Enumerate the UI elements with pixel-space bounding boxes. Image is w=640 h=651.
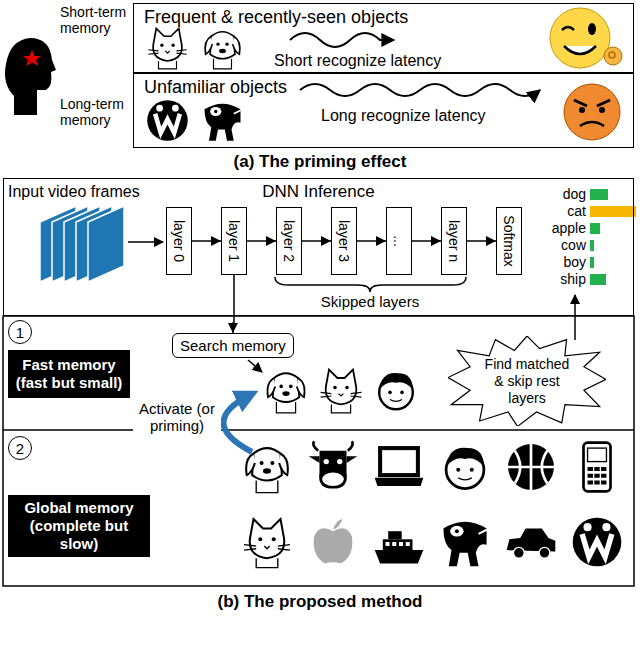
connector-arrow bbox=[302, 240, 331, 242]
result-arrow bbox=[574, 295, 576, 340]
layer-box: layer 1 bbox=[221, 207, 247, 275]
layer-box: layer 3 bbox=[331, 207, 357, 275]
latency-label: Short recognize latency bbox=[274, 52, 441, 70]
search-box: Search memory bbox=[172, 333, 294, 358]
brace-label: Skipped layers bbox=[300, 293, 440, 310]
step-number: 2 bbox=[8, 436, 32, 460]
node-text: layer 3 bbox=[336, 220, 352, 262]
memory-label: Fast memory (fast but small) bbox=[8, 350, 130, 398]
happy-emoji bbox=[550, 8, 622, 68]
fast-memory-icons bbox=[267, 370, 412, 413]
class-label: ship bbox=[530, 271, 586, 287]
memory-type-label: Long-term memory bbox=[60, 96, 132, 128]
softmax-box: Softmax bbox=[496, 207, 522, 275]
caption: (a) The priming effect bbox=[0, 152, 640, 172]
connector-arrow bbox=[357, 240, 386, 242]
node-text: layer 0 bbox=[171, 220, 187, 262]
skip-brace bbox=[275, 277, 466, 292]
layer-box: layer 2 bbox=[276, 207, 302, 275]
class-label: boy bbox=[530, 254, 586, 270]
node-text: 1 bbox=[16, 324, 24, 341]
node-text: Search memory bbox=[180, 337, 286, 354]
node-text: DNN Inference bbox=[262, 182, 374, 202]
priming-label: Activate (or priming) bbox=[133, 400, 221, 435]
global-memory-icons bbox=[244, 441, 621, 567]
input-label: Input video frames bbox=[8, 183, 158, 201]
connector-arrow bbox=[467, 240, 496, 242]
memory-row: Frequent & recently-seen objectsShort re… bbox=[133, 3, 634, 73]
node-text: layer 2 bbox=[281, 220, 297, 262]
class-label: apple bbox=[530, 220, 586, 236]
input-arrow bbox=[128, 241, 163, 243]
node-text: Find matched & skip rest layers bbox=[482, 356, 572, 406]
memory-label: Global memory (complete but slow) bbox=[8, 495, 150, 557]
connector-arrow bbox=[192, 240, 221, 242]
softmax-bars bbox=[590, 189, 636, 285]
step-number: 1 bbox=[8, 320, 32, 344]
node-text: ... bbox=[391, 235, 407, 247]
node-text: Softmax bbox=[501, 215, 517, 266]
angry-emoji bbox=[564, 84, 620, 140]
caption: (b) The proposed method bbox=[0, 592, 640, 612]
head-icon bbox=[5, 38, 56, 115]
layer-box: layer n bbox=[441, 207, 467, 275]
row-heading: Unfamiliar objects bbox=[144, 77, 287, 98]
short-latency-wave bbox=[290, 33, 394, 47]
connector-arrow bbox=[233, 275, 234, 333]
memory-row: Unfamiliar objectsLong recognize latency bbox=[133, 73, 634, 148]
layer-box: ... bbox=[386, 207, 412, 275]
class-label: dog bbox=[530, 186, 586, 202]
connector-arrow bbox=[247, 240, 276, 242]
memory-panel bbox=[3, 316, 634, 586]
video-frames bbox=[40, 206, 124, 282]
node-text: layer 1 bbox=[226, 220, 242, 262]
node-text: Global memory (complete but slow) bbox=[14, 499, 144, 553]
node-text: Fast memory (fast but small) bbox=[14, 356, 124, 392]
long-latency-wave bbox=[300, 84, 540, 96]
class-label: cow bbox=[530, 237, 586, 253]
node-text: 2 bbox=[16, 440, 24, 457]
row-heading: Frequent & recently-seen objects bbox=[144, 7, 408, 28]
memory-type-label: Short-term memory bbox=[60, 4, 132, 36]
node-text: layer n bbox=[446, 220, 462, 262]
connector-arrow bbox=[412, 240, 441, 242]
memory-divider bbox=[3, 429, 634, 431]
latency-label: Long recognize latency bbox=[321, 107, 486, 125]
search-arrow bbox=[248, 360, 262, 372]
layer-box: layer 0 bbox=[166, 207, 192, 275]
class-label: cat bbox=[530, 203, 586, 219]
priming-arrow bbox=[224, 394, 253, 452]
match-burst: Find matched & skip rest layers bbox=[448, 336, 606, 426]
